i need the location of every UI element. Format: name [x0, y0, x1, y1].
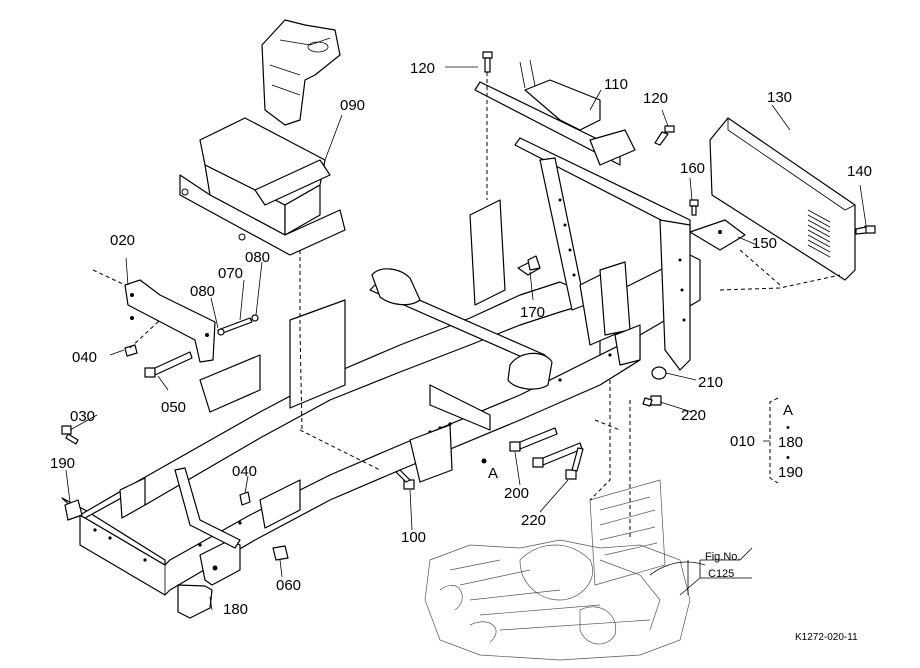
rear-frame-110	[474, 59, 691, 371]
part-labels: 120 110 120 130 090 140 160 150 020 080 …	[50, 60, 872, 618]
fasteners	[61, 51, 876, 561]
cover-vent-slots	[807, 209, 831, 258]
label-200: 200	[504, 485, 529, 502]
label-130: 130	[767, 89, 792, 106]
label-220b: 220	[681, 407, 706, 424]
bolt-100	[395, 469, 415, 490]
label-150: 150	[752, 235, 777, 252]
label-100: 100	[401, 529, 426, 546]
legend-190: 190	[778, 464, 803, 481]
label-120b: 120	[643, 90, 668, 107]
bolt-030	[61, 425, 79, 445]
side-cover-130	[709, 117, 856, 281]
label-070: 070	[218, 265, 243, 282]
pin-170	[517, 255, 541, 276]
label-120a: 120	[410, 60, 435, 77]
label-190: 190	[50, 455, 75, 472]
legend-a: A	[783, 402, 793, 419]
label-090: 090	[340, 97, 365, 114]
label-020: 020	[110, 232, 135, 249]
label-080b: 080	[245, 249, 270, 266]
label-170: 170	[520, 304, 545, 321]
plate-150	[689, 219, 746, 251]
bolt-220b	[642, 395, 662, 407]
bracket-020	[124, 279, 216, 363]
label-030: 030	[70, 408, 95, 425]
fig-no-number: C125	[708, 568, 734, 580]
label-110: 110	[604, 76, 628, 93]
bolt-050	[144, 351, 193, 378]
fig-no-label: Fig.No.	[705, 551, 740, 563]
label-040b: 040	[232, 463, 257, 480]
label-080a: 080	[190, 283, 215, 300]
label-210: 210	[698, 374, 723, 391]
main-frame	[61, 199, 701, 619]
bolt-140	[855, 225, 876, 235]
console-090	[179, 19, 346, 256]
label-160: 160	[680, 160, 705, 177]
bolt-120a	[482, 51, 493, 73]
nut-210	[651, 366, 667, 380]
label-050: 050	[161, 399, 186, 416]
bolt-160	[689, 199, 699, 216]
bolts-200	[509, 427, 583, 468]
legend-bullet-1: •	[786, 422, 790, 434]
leader-lines	[65, 66, 867, 611]
label-060: 060	[276, 577, 301, 594]
label-220a: 220	[521, 512, 546, 529]
legend-bullet-2: •	[786, 452, 790, 464]
label-140: 140	[847, 163, 872, 180]
legend-180: 180	[778, 434, 803, 451]
legend-010: 010 A • 180 • 190	[730, 397, 803, 484]
bolt-220a	[565, 447, 584, 480]
bolt-040b	[239, 491, 251, 506]
clip-190	[64, 499, 83, 521]
label-180: 180	[223, 601, 248, 618]
label-040a: 040	[72, 349, 97, 366]
drawing-code: K1272-020-11	[795, 632, 858, 643]
label-a-frame: A	[488, 465, 498, 482]
bolt-120b	[654, 125, 675, 146]
label-010: 010	[730, 433, 755, 450]
engine-ghost-drawing	[424, 479, 706, 661]
nut-060	[272, 545, 289, 561]
fig-reference: Fig.No. C125	[705, 551, 740, 580]
